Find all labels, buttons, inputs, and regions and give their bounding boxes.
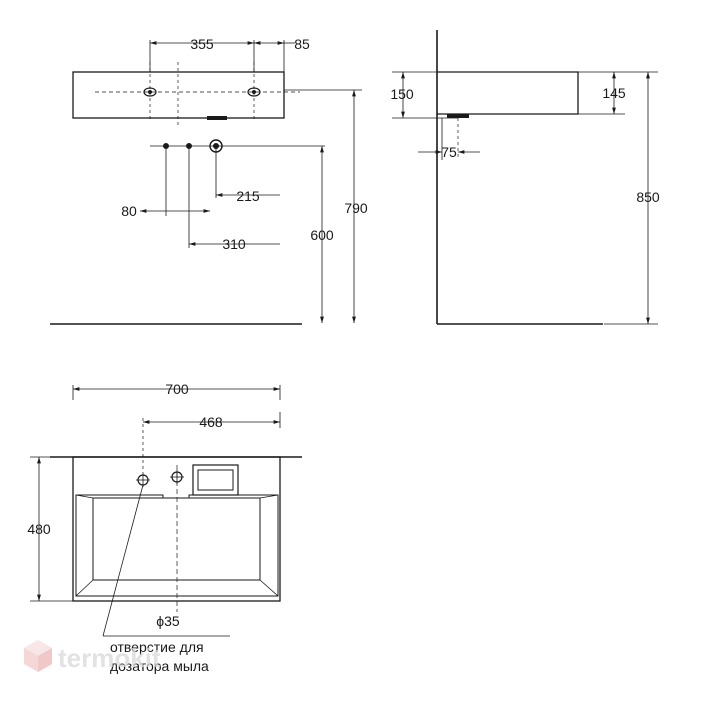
dim-700-label: 700 — [165, 381, 189, 397]
dim-150-label: 150 — [390, 86, 414, 102]
basin-top-outline — [72, 456, 281, 602]
basin-front-outline — [72, 71, 285, 119]
bowl-bottom — [92, 497, 261, 581]
front-view — [50, 40, 362, 325]
basin-side-outline — [437, 71, 579, 115]
side-view — [392, 30, 658, 325]
dim-phi35-label: ϕ35 — [156, 613, 180, 629]
dim-145-label: 145 — [602, 85, 626, 101]
cube-logo-icon — [24, 640, 52, 672]
bowl-rim — [75, 494, 279, 597]
watermark: termokit — [24, 640, 161, 673]
dim-600-label: 600 — [310, 227, 334, 243]
dim-790-label: 790 — [344, 200, 368, 216]
dim-355-label: 355 — [190, 36, 214, 52]
soap-tray-outer — [192, 464, 239, 496]
dim-75-label: 75 — [441, 144, 457, 160]
soap-tray-inner — [197, 469, 234, 491]
dim-215-label: 215 — [236, 188, 260, 204]
drain-stub — [207, 116, 227, 120]
soap-dispenser-hole — [136, 473, 150, 487]
note-line-1: отверстие для — [110, 639, 204, 655]
dim-468-label: 468 — [199, 414, 223, 430]
dim-310-label: 310 — [222, 236, 246, 252]
dim-480-label: 480 — [27, 521, 51, 537]
dim-85-label: 85 — [294, 36, 310, 52]
drain-stub-side — [447, 114, 469, 118]
top-view — [30, 385, 302, 637]
note-line-2: дозатора мыла — [110, 658, 209, 674]
watermark-text: termokit — [58, 643, 161, 673]
dim-80-label: 80 — [121, 203, 137, 219]
dim-850-label: 850 — [636, 189, 660, 205]
